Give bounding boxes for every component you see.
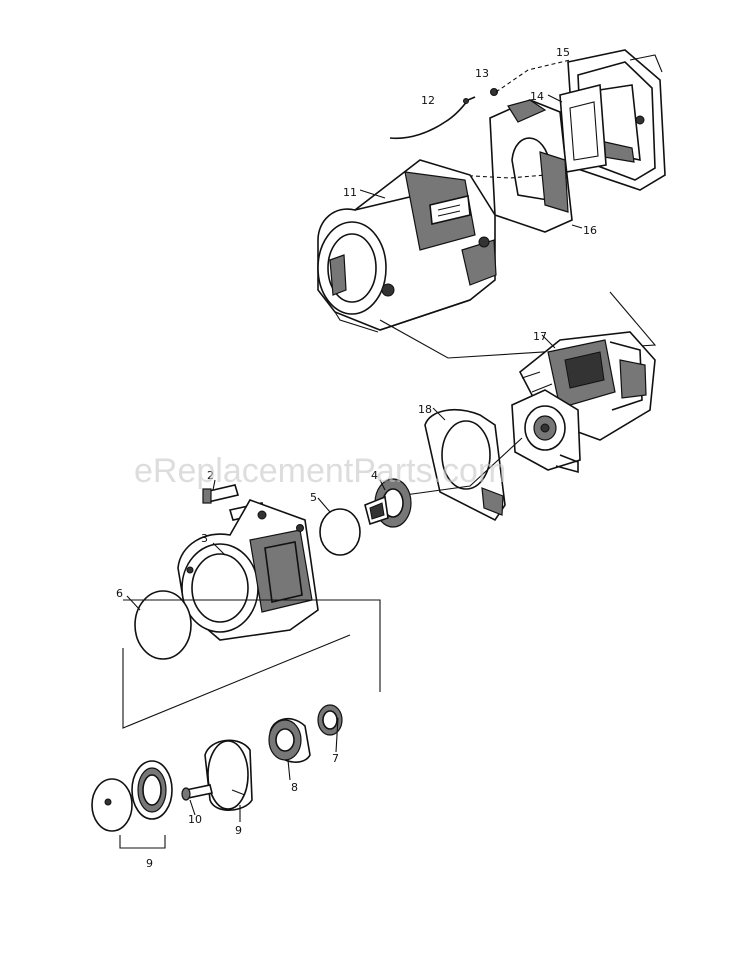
part-13-screw[interactable] <box>490 88 498 96</box>
part-4-gear[interactable] <box>364 478 412 528</box>
part-17-field-assembly[interactable] <box>511 331 656 474</box>
part-9-cup[interactable] <box>204 739 253 811</box>
callout-12: 12 <box>421 94 435 107</box>
callout-17: 17 <box>533 330 547 343</box>
callout-9-washers: 9 <box>146 857 153 870</box>
part-18-baffle[interactable] <box>424 409 506 522</box>
callout-4: 4 <box>371 469 378 482</box>
callout-5: 5 <box>310 491 317 504</box>
part-6-gasket[interactable] <box>134 590 192 660</box>
part-14-plate[interactable] <box>559 83 607 173</box>
part-10-screw[interactable] <box>181 784 213 801</box>
part-16-bracket[interactable] <box>489 99 573 233</box>
part-3-gear-case[interactable] <box>177 499 319 641</box>
callout-6: 6 <box>116 587 123 600</box>
part-8-bearing[interactable] <box>268 717 311 763</box>
part-5-o-ring[interactable] <box>319 508 361 556</box>
callout-18: 18 <box>418 403 432 416</box>
callout-8: 8 <box>291 781 298 794</box>
callout-13: 13 <box>475 67 489 80</box>
part-11-motor-housing[interactable] <box>317 159 497 333</box>
callout-7: 7 <box>332 752 339 765</box>
callout-2: 2 <box>207 469 214 482</box>
part-7-bearing-ring[interactable] <box>317 704 343 736</box>
callout-11: 11 <box>343 186 357 199</box>
part-9-washers[interactable] <box>91 760 173 832</box>
callout-16: 16 <box>583 224 597 237</box>
callout-3: 3 <box>201 532 208 545</box>
callout-14: 14 <box>530 90 544 103</box>
callout-10: 10 <box>188 813 202 826</box>
watermark-text: eReplacementParts.com <box>134 452 506 490</box>
callout-15: 15 <box>556 46 570 59</box>
part-12-wire-lead[interactable] <box>389 96 476 140</box>
callout-9-cup: 9 <box>235 824 242 837</box>
